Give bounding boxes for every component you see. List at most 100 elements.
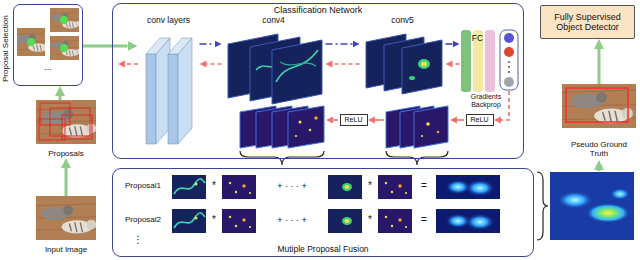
label-holder: ... <box>30 62 66 72</box>
operator-symbol: + · · · + <box>258 181 326 191</box>
operator-symbol: = <box>414 214 434 226</box>
map-thumbnail <box>378 209 412 233</box>
label-holder: = <box>414 214 434 226</box>
backprop-arrow <box>125 63 138 65</box>
activation <box>409 76 415 80</box>
relu-box: ReLU <box>466 114 494 126</box>
gradient-dot <box>426 122 430 126</box>
node-label: Pseudo Ground Truth <box>562 140 636 158</box>
map-thumbnail <box>172 175 206 199</box>
label-holder: * <box>206 214 222 226</box>
node-label: conv layers <box>147 16 190 26</box>
operator-symbol: * <box>362 214 378 226</box>
fc-slab <box>461 30 471 92</box>
forward-arrow <box>200 43 215 45</box>
label-holder: Proposal1 <box>116 181 170 190</box>
gradient-map <box>414 106 448 148</box>
backprop-arrow <box>333 119 338 121</box>
activation <box>421 62 427 67</box>
selection-dot <box>27 38 35 46</box>
operator-symbol: * <box>206 180 222 192</box>
heat-blob <box>557 191 593 209</box>
gradient-dot <box>314 116 317 119</box>
pseudo-box <box>566 88 628 122</box>
node-label: Classification Network <box>274 5 363 15</box>
proposal-thumbnail <box>47 8 83 32</box>
flow-arrow <box>598 170 601 171</box>
map-thumbnail <box>222 175 256 199</box>
heat-blob <box>586 203 630 223</box>
node-label: Proposals <box>48 149 84 158</box>
gradient-dot <box>421 135 423 137</box>
selection-dot <box>60 16 68 24</box>
image-panel: Pseudo Ground Truth <box>562 84 636 158</box>
gradient-dot <box>299 121 302 124</box>
feature-map <box>402 40 442 94</box>
label-holder: + · · · + <box>258 215 326 225</box>
map-thumbnail <box>328 209 362 233</box>
label-holder: * <box>362 214 378 226</box>
brace <box>537 172 548 240</box>
fc-slab <box>485 30 495 92</box>
selection-dot <box>60 44 68 52</box>
backprop-arrow <box>375 119 384 121</box>
photo <box>562 81 636 130</box>
proposal-thumbnail <box>10 28 52 56</box>
proposal-thumbnail <box>47 36 83 60</box>
backprop-arrow <box>457 119 464 121</box>
label-holder: ⋮ <box>128 234 148 246</box>
gradient-dot <box>437 131 440 134</box>
output-unit <box>504 77 514 87</box>
map-thumbnail <box>172 209 206 233</box>
output-box <box>500 30 518 90</box>
feature-map <box>272 40 322 104</box>
node-label: FC <box>472 34 483 44</box>
label-holder: = <box>414 180 434 192</box>
label-holder: * <box>362 180 378 192</box>
output-unit <box>504 33 514 43</box>
map-thumbnail <box>328 175 362 199</box>
conv-slab <box>168 54 178 144</box>
brace <box>386 151 448 165</box>
activation <box>280 62 316 66</box>
proposal-box <box>62 115 92 139</box>
label-holder: Proposal2 <box>116 215 170 224</box>
flow-arrow <box>598 49 601 84</box>
image-panel: Input Image <box>36 196 96 254</box>
node-label: Fully Supervised Object Detector <box>541 12 634 33</box>
fused-map <box>436 209 500 233</box>
ellipsis-note: ... <box>30 62 66 72</box>
ellipsis-note: ⋮ <box>128 234 148 246</box>
flow-arrow <box>65 168 68 196</box>
output-dot <box>508 61 510 63</box>
feature-maps: conv5 <box>360 16 446 96</box>
proposal-box <box>50 108 90 136</box>
selection-panel: Proposal Selection <box>13 4 83 86</box>
conv-slab <box>178 38 192 144</box>
fused-map <box>436 175 500 199</box>
conv-block: conv layers <box>138 16 200 148</box>
activation <box>276 50 318 82</box>
operator-symbol: + · · · + <box>258 215 326 225</box>
backprop-arrow <box>333 63 360 65</box>
image-panel: Proposals <box>36 100 96 158</box>
heat-map <box>550 172 634 240</box>
map-thumbnail <box>222 209 256 233</box>
node-label: ReLU <box>345 116 363 124</box>
annotation-label: Gradients Backprop <box>462 93 510 109</box>
conv-slab <box>146 54 156 144</box>
label-holder: + · · · + <box>258 181 326 191</box>
photo <box>33 100 99 144</box>
output-dot <box>508 66 510 68</box>
conv-slab <box>168 38 192 54</box>
gradient-map <box>288 106 324 148</box>
photo <box>33 196 99 240</box>
backprop-arrow <box>501 91 509 120</box>
forward-arrow <box>326 43 353 45</box>
gradient-dot <box>295 135 297 137</box>
